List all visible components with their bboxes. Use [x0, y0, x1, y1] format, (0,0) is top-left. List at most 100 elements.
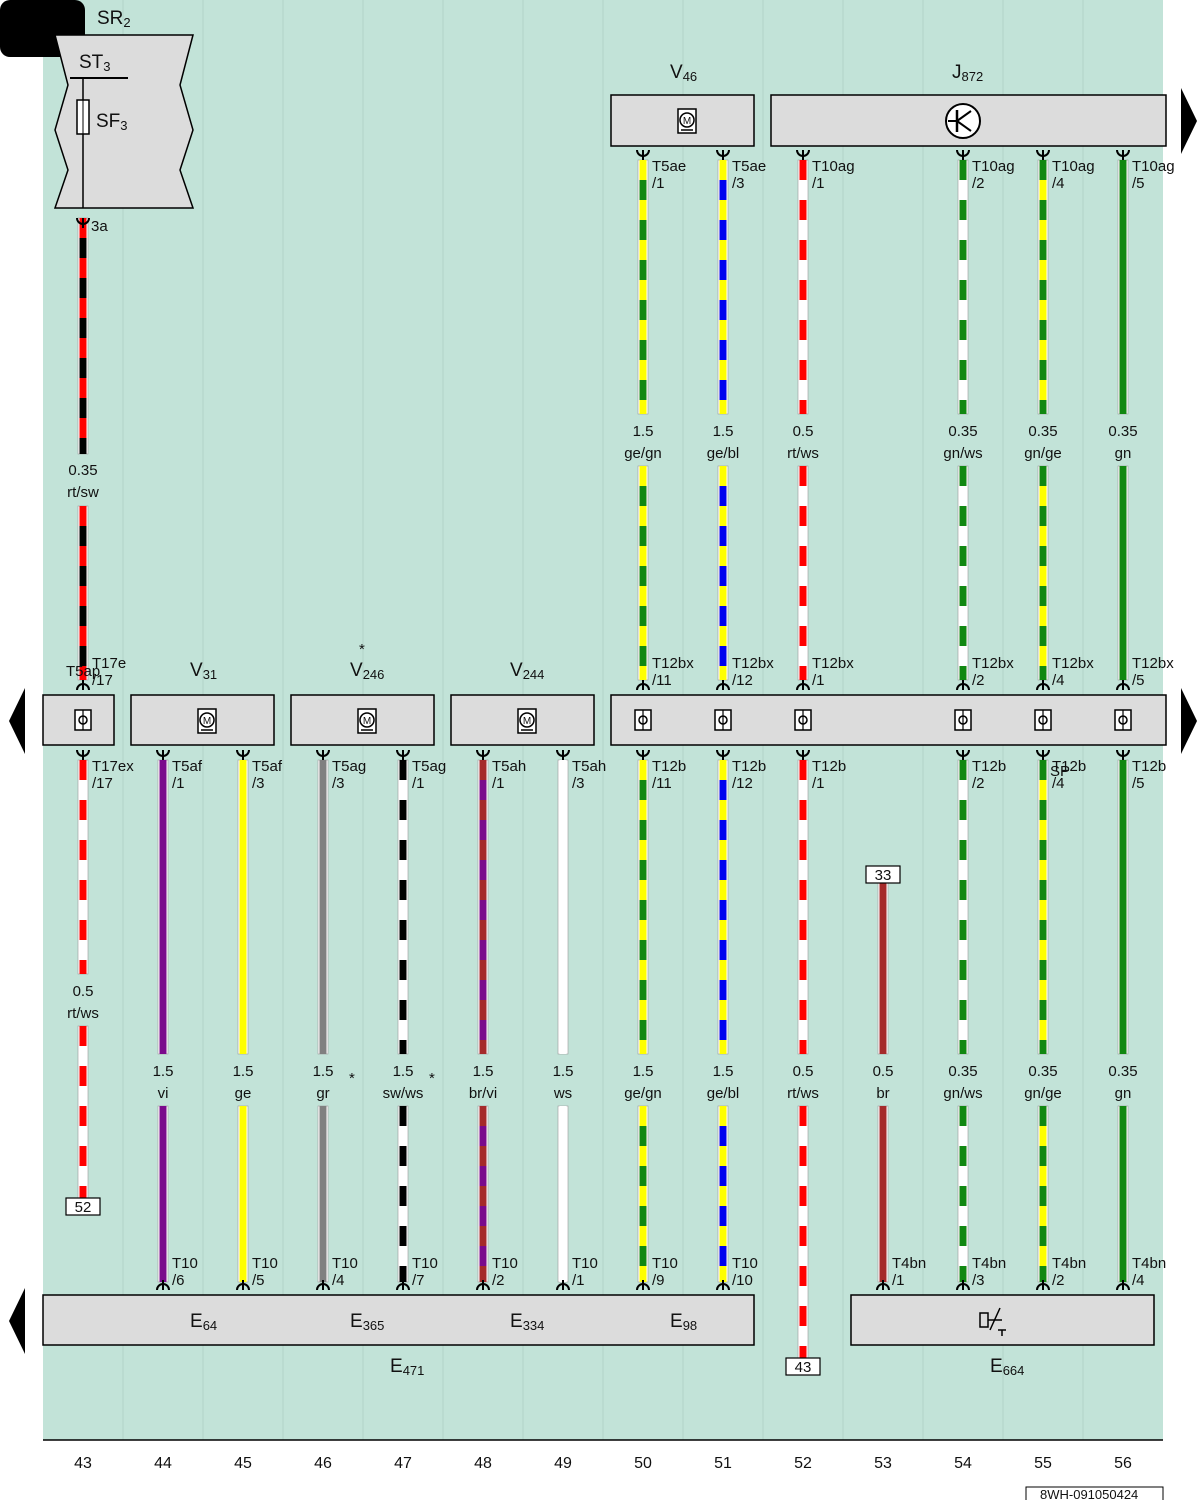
column-number: 54	[954, 1455, 972, 1472]
terminal-connector	[1116, 1280, 1130, 1291]
wire-stripe	[959, 566, 967, 586]
wire-stripe	[719, 380, 727, 400]
wire-stripe	[799, 1206, 807, 1226]
wire-stripe	[1039, 486, 1047, 506]
terminal-connector	[956, 749, 970, 760]
svg-text:SF3: SF3	[96, 111, 128, 133]
terminal-connector	[1036, 149, 1050, 160]
wire-code: ge/gn	[624, 445, 662, 462]
wire-size: 0.5	[873, 1063, 894, 1080]
pin-label: /4	[1052, 175, 1065, 192]
wire-code: rt/ws	[787, 445, 819, 462]
arrow-right-top-icon[interactable]	[1181, 88, 1197, 154]
wire-code: ge/bl	[707, 445, 740, 462]
wire-stripe	[799, 860, 807, 880]
wire-base	[959, 1106, 967, 1282]
wire-code: gn/ws	[943, 445, 982, 462]
wire-base	[79, 1026, 87, 1198]
wire-stripe	[79, 1126, 87, 1146]
wire-stripe	[479, 1246, 487, 1266]
pin-label: T17e	[92, 655, 126, 672]
arrow-left-mid-icon[interactable]	[9, 688, 25, 754]
wire-stripe	[719, 820, 727, 840]
wire-stripe	[399, 1166, 407, 1186]
wire-stripe	[719, 486, 727, 506]
wire-stripe	[639, 486, 647, 506]
wire-stripe	[1039, 566, 1047, 586]
wire-code: br/vi	[469, 1085, 497, 1102]
wire-col-54-lower	[957, 759, 969, 1283]
terminal-connector	[956, 149, 970, 160]
label-e471: E471	[390, 1356, 424, 1378]
wire-stripe	[719, 526, 727, 546]
wire-stripe	[959, 606, 967, 626]
wire-stripe	[79, 860, 87, 880]
wire-stripe	[639, 180, 647, 200]
wire-code: gn/ge	[1024, 1085, 1062, 1102]
wire-size: 1.5	[473, 1063, 494, 1080]
overlay-label: T5ap	[66, 663, 100, 680]
pin-label: T5ag	[332, 758, 366, 775]
motor-icon: M	[517, 708, 537, 734]
wire-col-44-lower	[157, 759, 169, 1283]
wire-stripe	[959, 340, 967, 360]
wire-stripe	[719, 1166, 727, 1186]
pin-label: /4	[1052, 775, 1065, 792]
motor-letter: M	[523, 716, 531, 727]
arrow-right-mid-icon[interactable]	[1181, 688, 1197, 754]
wire-stripe	[79, 1086, 87, 1106]
wire-stripe	[959, 220, 967, 240]
wire-stripe	[959, 1020, 967, 1040]
wire-stripe	[79, 940, 87, 960]
wire-stripe	[799, 1286, 807, 1306]
wire-stripe	[479, 860, 487, 880]
wire-stripe	[639, 566, 647, 586]
terminal-connector	[556, 749, 570, 760]
wire-stripe	[719, 606, 727, 626]
arrow-left-bottom-icon[interactable]	[9, 1288, 25, 1354]
terminal-connector	[556, 1280, 570, 1291]
wire-col-55-upper	[1037, 159, 1049, 681]
connector-block-icon	[1034, 709, 1052, 731]
wire-stripe	[399, 940, 407, 960]
motor-circle	[359, 712, 375, 728]
wire-size: 1.5	[393, 1063, 414, 1080]
wire-stripe	[79, 606, 87, 626]
pin-label: /9	[652, 1272, 665, 1289]
wire-base	[159, 1106, 167, 1282]
terminal-connector	[76, 680, 90, 691]
reference-label: 43	[795, 1359, 812, 1376]
wire-stripe	[1039, 860, 1047, 880]
pin-label: /3	[332, 775, 345, 792]
svg-text:J872: J872	[952, 62, 983, 84]
wire-stripe	[959, 980, 967, 1000]
wire-base	[719, 160, 727, 414]
overlay-label: SP	[1050, 763, 1070, 780]
motor-icon: M	[197, 708, 217, 734]
star-mark: *	[349, 1070, 355, 1087]
wire-col-43-lower	[77, 759, 89, 1199]
wire-stripe	[479, 780, 487, 800]
wire-size: 0.35	[1108, 423, 1137, 440]
wire-stripe	[1039, 780, 1047, 800]
pin-label: T12b	[972, 758, 1006, 775]
pin-label: /5	[1132, 672, 1145, 689]
wire-stripe	[1039, 980, 1047, 1000]
terminal-connector	[716, 1280, 730, 1291]
terminal-connector	[1036, 1280, 1050, 1291]
motor-letter: M	[683, 116, 691, 127]
wire-stripe	[1039, 300, 1047, 320]
wire-base	[1119, 466, 1127, 680]
wire-code: ws	[553, 1085, 572, 1102]
connector-block-icon	[954, 709, 972, 731]
wire-stripe	[799, 820, 807, 840]
wire-stripe	[1039, 940, 1047, 960]
wire-col-52-upper	[797, 159, 809, 681]
wire-code: gr	[316, 1085, 329, 1102]
svg-text:V246: V246	[350, 660, 384, 682]
pin-label: T4bn	[1132, 1255, 1166, 1272]
wire-size: 1.5	[153, 1063, 174, 1080]
wire-stripe	[799, 486, 807, 506]
wire-stripe	[959, 1206, 967, 1226]
